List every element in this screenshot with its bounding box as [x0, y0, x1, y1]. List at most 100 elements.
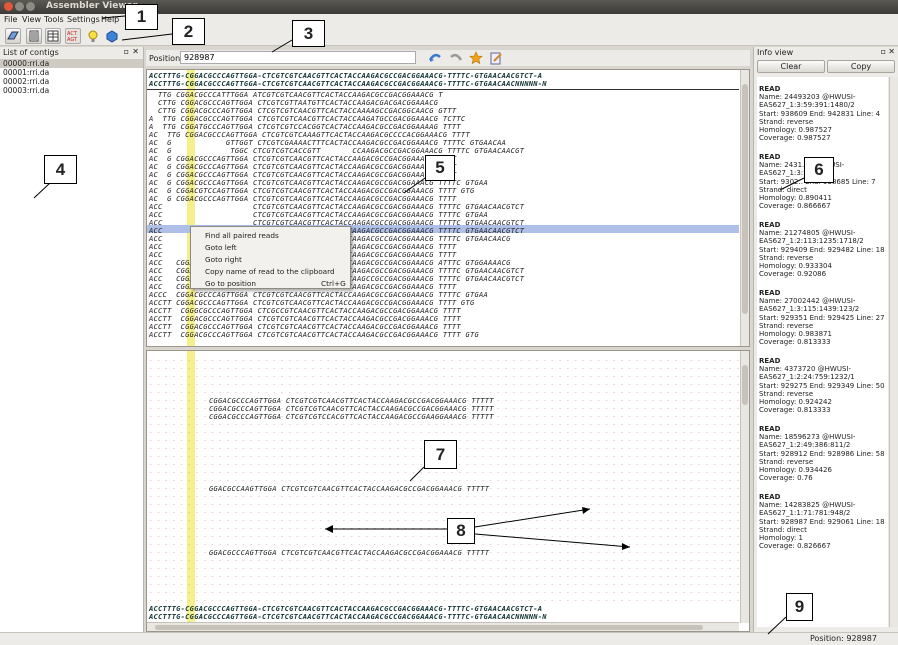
read-row[interactable]: AC G GTTGGT CTCGTCGAAAACTTTCACTACCAAGACG… [149, 138, 507, 147]
contig-item[interactable]: 00003:rri.da [3, 86, 50, 95]
lower-scrollbar[interactable] [740, 351, 749, 623]
read-row[interactable]: AC G CGGACGTCCAGTTGGA CTCGTCGTCAACGTTCAC… [149, 186, 475, 195]
open-icon[interactable] [5, 28, 21, 44]
read-row[interactable]: ACC CTCGTCGTCAACGTTCACTACCAAGACGCCGACGGA… [149, 218, 525, 227]
read-row[interactable]: ACCTT CGGACGCCCAGTTGGA CTCGTCGTCAACGTTCA… [149, 314, 461, 323]
lower-alignment-view[interactable]: - - - - - - - - - - - - - - - - - - - - … [146, 350, 750, 632]
read-info-homology: Homology: 1 [759, 534, 803, 543]
read-row[interactable]: TTG CGGACGCCCATTTGGA ATCGTCGTCAACGTTCACT… [149, 90, 443, 99]
menu-file[interactable]: File [4, 15, 18, 24]
empty-row-placeholder: - - - - - - - - - - - - - - - - - - - - … [149, 573, 747, 580]
read-info-strand: Strand: reverse [759, 389, 814, 398]
copy-button[interactable]: Copy [827, 60, 895, 73]
list-icon[interactable] [26, 28, 42, 44]
empty-row-placeholder: - - - - - - - - - - - - - - - - - - - - … [149, 597, 747, 604]
empty-row-placeholder: - - - - - - - - - - - - - - - - - - - - … [149, 477, 747, 484]
read-row[interactable]: AC G CGGACGCCCAGTTGGA CTCGTCGTCAACGTTCAC… [149, 178, 489, 187]
read-row[interactable]: ACC CTCGTCGTCAACGTTCACTACCAAGACGCCGACGGA… [149, 210, 489, 219]
upper-scroll-thumb[interactable] [742, 84, 748, 314]
svg-text:ACT: ACT [67, 31, 78, 37]
close-panel-icon[interactable]: ✕ [888, 47, 895, 56]
position-input[interactable] [180, 51, 416, 64]
menu-help[interactable]: Help [101, 15, 120, 24]
upper-alignment-view[interactable]: ACCTTTG-CGGACGCCCAGTTGGA-CTCGTCGTCAACGTT… [146, 69, 750, 347]
read-info-homology: Homology: 0.933304 [759, 262, 832, 271]
contig-item[interactable]: 00002:rri.da [3, 77, 50, 86]
menu-copy-read-name[interactable]: Copy name of read to the clipboard [205, 267, 335, 276]
contig-item[interactable]: 00000:rri.da [0, 59, 143, 68]
float-panel-icon[interactable]: ▫ [880, 47, 886, 56]
empty-row-placeholder: - - - - - - - - - - - - - - - - - - - - … [149, 501, 747, 508]
table-icon[interactable] [45, 28, 61, 44]
star-icon[interactable] [469, 51, 483, 67]
upper-scrollbar[interactable] [740, 70, 749, 346]
callout-7: 7 [424, 440, 457, 469]
horizontal-scroll-thumb[interactable] [155, 625, 703, 630]
window-title: Assembler Viewer [46, 1, 138, 11]
status-position: Position: 928987 [810, 634, 877, 643]
horizontal-scrollbar[interactable] [147, 622, 739, 631]
bulb-icon[interactable] [85, 28, 101, 44]
edit-note-icon[interactable] [489, 51, 503, 67]
read-row[interactable]: CTTG CGGACGCCCAGTTGGA CTCGTCGTCAACGTTCAC… [149, 106, 457, 115]
read-row[interactable]: AC G TGGC CTCGTCGTCACCGTT CCAAGACGCCGACG… [149, 146, 525, 155]
contig-list-title: List of contigs [3, 48, 59, 57]
read-row[interactable]: CTTG CGGACGCCCAGTTGGA CTCGTCGTTAATGTTCAC… [149, 98, 439, 107]
read-row[interactable]: CGGACGCCCAGTTGGA CTCGTCGTCAACGTTCACTACCA… [209, 396, 494, 405]
callout-1: 1 [125, 4, 158, 30]
minimize-window-icon[interactable] [15, 2, 24, 11]
menu-settings[interactable]: Settings [67, 15, 100, 24]
callout-8: 8 [447, 518, 475, 544]
callout-2: 2 [172, 18, 205, 45]
menu-go-to-position[interactable]: Go to position [205, 279, 256, 288]
read-row[interactable]: ACCTT CGGGCGCCCAGTTGGA CTCGCCGTCAACGTTCA… [149, 306, 461, 315]
menu-goto-right[interactable]: Goto right [205, 255, 242, 264]
empty-row-placeholder: - - - - - - - - - - - - - - - - - - - - … [149, 373, 747, 380]
read-row[interactable]: A TTG CGGACGCCCAGTTGGA CTCGTCGTCAACGTTCA… [149, 114, 466, 123]
read-info-title: READ [759, 493, 781, 501]
read-row[interactable]: ACCTT CGGACGCCCAGTTGGA CTCGTCGTCAACGTTCA… [149, 298, 475, 307]
menu-find-paired-reads[interactable]: Find all paired reads [205, 231, 279, 240]
lower-scroll-thumb[interactable] [742, 365, 748, 405]
go-forward-icon[interactable] [449, 51, 463, 67]
read-info-homology: Homology: 0.890411 [759, 194, 832, 203]
clear-button[interactable]: Clear [757, 60, 825, 73]
read-info-title: READ [759, 221, 781, 229]
read-row[interactable]: GGACGCCAAGTTGGA CTCGTCGTCAACGTTCACTACCAA… [209, 484, 490, 493]
go-back-icon[interactable] [428, 51, 442, 67]
close-window-icon[interactable] [4, 2, 13, 11]
read-row[interactable]: ACCTT CGGACGCCCAGTTGGA CTCGTCGTCAACGTTCA… [149, 322, 461, 331]
float-panel-icon[interactable]: ▫ [123, 47, 129, 56]
read-row[interactable]: ACC CTCGTCGTCAACGTTCACTACCAAGACGCCGACGGA… [149, 202, 525, 211]
read-info-pos: Start: 928987 End: 929061 Line: 18 [759, 517, 885, 526]
read-row[interactable]: ACCTT CGGACGCCCAGTTGGA CTCGTCGTCAACGTTCA… [149, 330, 480, 339]
read-info-title: READ [759, 85, 781, 93]
read-row[interactable]: CGGACGCCCAGTTGGA CTCGTCGTCCACGTTCACTACCA… [209, 412, 494, 421]
read-info-name: Name: 2431... @HWUSI-EAS627_1:3:5...:1..… [759, 161, 845, 178]
read-row[interactable]: GGACGCCCAGTTGGA CTCGTCGTCAACGTTCACTACCAA… [209, 548, 490, 557]
read-info-title: READ [759, 425, 781, 433]
menu-goto-left[interactable]: Goto left [205, 243, 237, 252]
read-info-name: Name: 24493203 @HWUSI-EAS627_1:3:59:391:… [759, 93, 856, 110]
highlight-column [187, 70, 195, 346]
read-row[interactable]: AC G CGGACGCCCAGTTGGA CTCGTCGTCAACGTTCAC… [149, 194, 457, 203]
close-panel-icon[interactable]: ✕ [132, 47, 139, 56]
read-row[interactable]: ACCC CGGACGCCCAGTTGGA CTCGTCGTCAACGTTCAC… [149, 290, 489, 299]
menu-tools[interactable]: Tools [44, 15, 64, 24]
info-scrollbar[interactable] [889, 77, 898, 627]
contig-item[interactable]: 00001:rri.da [3, 68, 50, 77]
menu-view[interactable]: View [22, 15, 41, 24]
read-info-name: Name: 4373720 @HWUSI-EAS627_1:2:24:759:1… [759, 365, 855, 382]
menu-bar: File View Tools Settings Help [0, 14, 898, 26]
contig-list-header: List of contigs ▫ ✕ [0, 47, 143, 59]
cube-icon[interactable] [104, 28, 120, 44]
maximize-window-icon[interactable] [26, 2, 35, 11]
read-row[interactable]: CGGACGCCCAGTTGGA CTCGTCGTCAACGTTCACTACCA… [209, 404, 494, 413]
read-info-pos: Start: 929409 End: 929482 Line: 18 [759, 245, 885, 254]
read-row[interactable]: AC TTG CGGACGCCCAGTTGGA CTCGTCGTCAAAGTTC… [149, 130, 470, 139]
read-row[interactable]: A TTG CGGATGCCCAGTTGGA CTCGTCGTCCACGGTCA… [149, 122, 461, 131]
go-to-shortcut: Ctrl+G [321, 279, 346, 288]
